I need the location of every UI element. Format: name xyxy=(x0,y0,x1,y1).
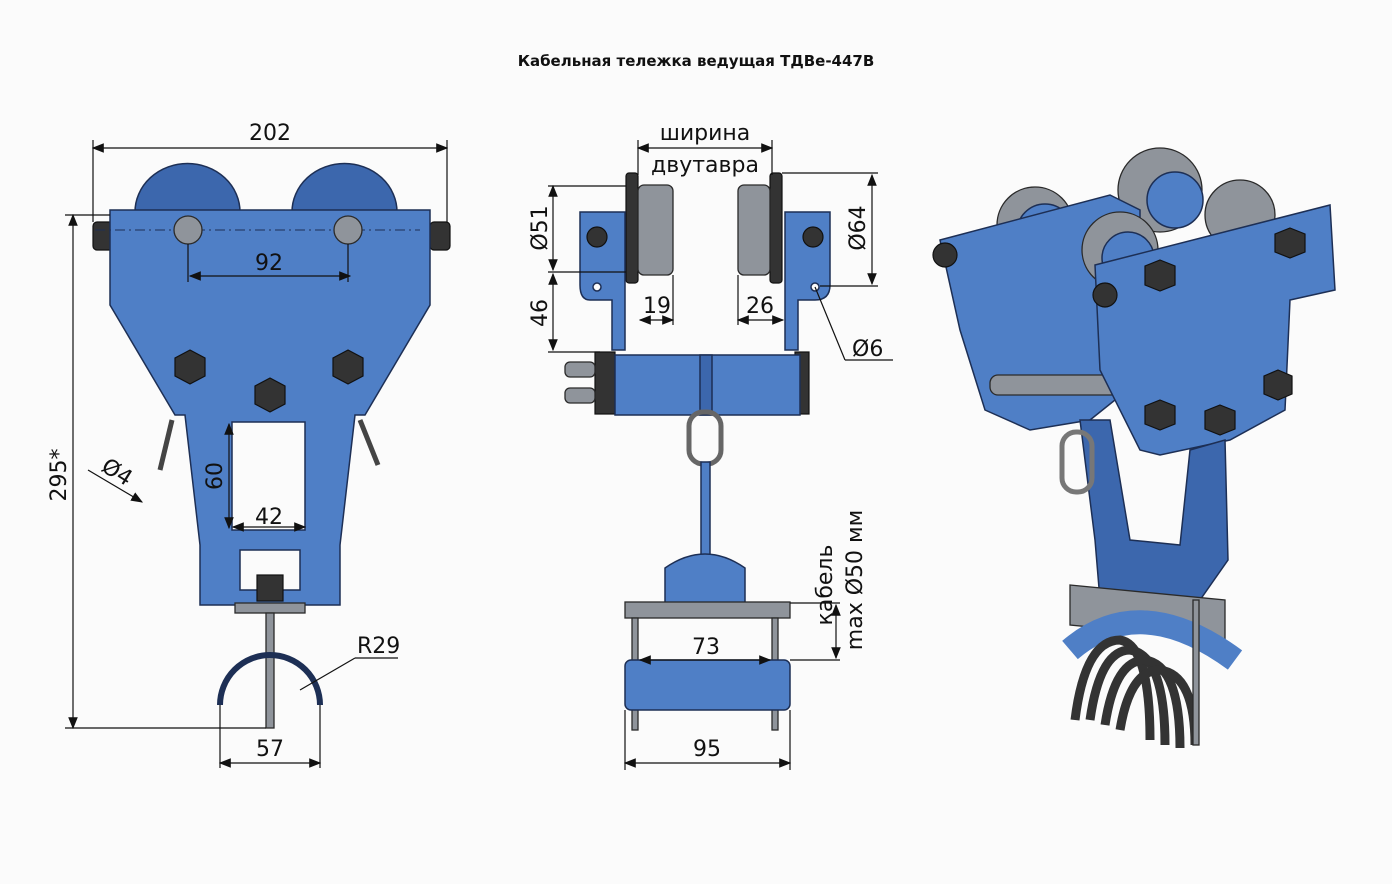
dim-hole-diameter: Ø4 xyxy=(97,454,137,492)
dim-axle-distance: 92 xyxy=(255,251,283,276)
dim-slot-height: 60 xyxy=(203,462,228,490)
dim-clamp-width: 95 xyxy=(693,737,721,762)
dim-clamp-inner: 73 xyxy=(692,635,720,660)
dim-wheel-large: Ø64 xyxy=(846,205,871,250)
dim-wheel-small: Ø51 xyxy=(528,205,553,250)
dim-pin-hole: Ø6 xyxy=(852,337,883,362)
cable-label-1: кабель xyxy=(813,545,838,626)
cable-label-2: max Ø50 мм xyxy=(843,510,868,650)
dim-wheel-right: 26 xyxy=(746,294,774,319)
front-view: 202 92 295* Ø4 60 42 R29 57 xyxy=(47,121,451,768)
dim-saddle-radius: R29 xyxy=(357,634,400,659)
dim-wheel-left: 19 xyxy=(643,294,671,319)
drawing-title: Кабельная тележка ведущая ТДВе-447В xyxy=(517,52,875,70)
dim-height: 295* xyxy=(47,449,72,502)
dim-width: 202 xyxy=(249,121,291,146)
dim-beam-width-1: ширина xyxy=(660,121,751,146)
dim-bracket-height: 46 xyxy=(528,299,553,327)
dim-saddle-width: 57 xyxy=(256,737,284,762)
dim-slot-width: 42 xyxy=(255,505,283,530)
isometric-view xyxy=(932,147,1336,749)
dim-beam-width-2: двутавра xyxy=(651,153,759,178)
side-view: ширина двутавра Ø51 46 19 26 Ø64 Ø6 кабе… xyxy=(528,121,893,770)
